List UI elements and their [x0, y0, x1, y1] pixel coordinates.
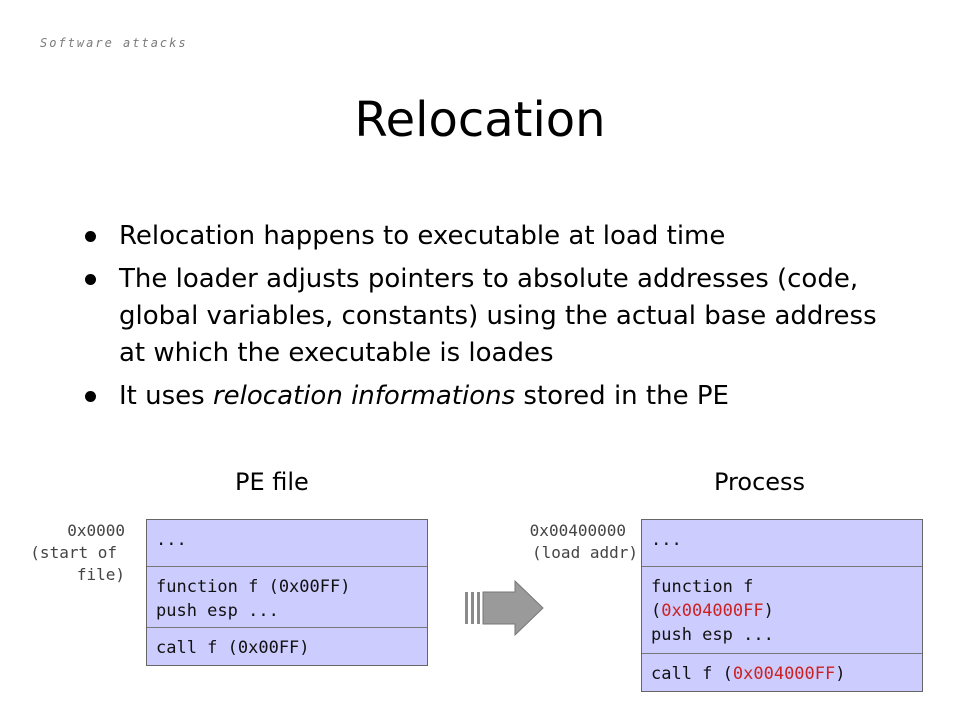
pe-cell-function: function f (0x00FF) push esp ... — [147, 567, 427, 628]
bullet-item: It uses relocation informations stored i… — [85, 378, 885, 415]
process-caption: Process — [714, 468, 806, 496]
process-cell-ellipsis: ... — [642, 520, 922, 567]
pe-cell-call: call f (0x00FF) — [156, 638, 310, 658]
right-arrow-icon — [465, 580, 544, 636]
slide-header: Software attacks — [40, 36, 188, 50]
bullet-dot-icon — [85, 274, 96, 285]
bullet-dot-icon — [85, 231, 96, 242]
slide-title: Relocation — [354, 92, 606, 148]
pe-file-memory-block: ... function f (0x00FF) push esp ... cal… — [146, 519, 428, 666]
process-memory-block: ... function f (0x004000FF) push esp ...… — [641, 519, 923, 692]
process-cell-function: function f (0x004000FF) push esp ... — [642, 567, 922, 654]
bullet-item: Relocation happens to executable at load… — [85, 218, 885, 255]
process-cell-call: call f (0x004000FF) — [651, 664, 846, 684]
pe-cell-ellipsis: ... — [147, 520, 427, 567]
bullet-list: Relocation happens to executable at load… — [85, 218, 885, 421]
pe-file-caption: PE file — [235, 468, 309, 496]
relocated-address: 0x004000FF — [732, 664, 836, 684]
relocated-address: 0x004000FF — [661, 601, 764, 621]
pe-file-address-label: 0x0000 (start of file) — [30, 521, 125, 584]
bullet-item: The loader adjusts pointers to absolute … — [85, 261, 885, 372]
process-address-label: 0x00400000 (load addr) — [529, 521, 638, 562]
bullet-dot-icon — [85, 391, 96, 402]
